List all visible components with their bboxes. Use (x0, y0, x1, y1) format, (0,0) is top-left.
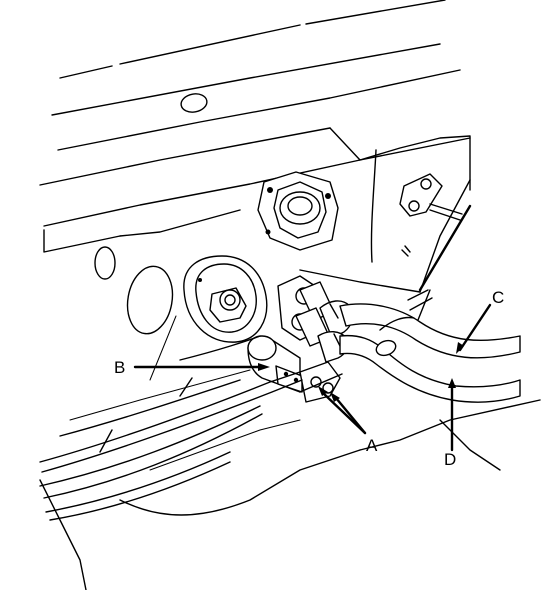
fuel-hoses (339, 204, 521, 403)
leader-lines (133, 303, 492, 452)
lower-pipes (39, 335, 303, 521)
callout-label-b: B (114, 358, 125, 377)
fuel-filter-body (247, 335, 303, 393)
mounting-plate (399, 173, 463, 257)
fuel-connector-block (277, 275, 354, 363)
callout-label-c: C (492, 288, 504, 307)
hex-nut-boss (257, 171, 339, 251)
callout-label-d: D (444, 450, 456, 469)
underbody-panel (39, 0, 541, 590)
callout-label-a: A (366, 436, 378, 455)
access-cover (183, 255, 268, 343)
